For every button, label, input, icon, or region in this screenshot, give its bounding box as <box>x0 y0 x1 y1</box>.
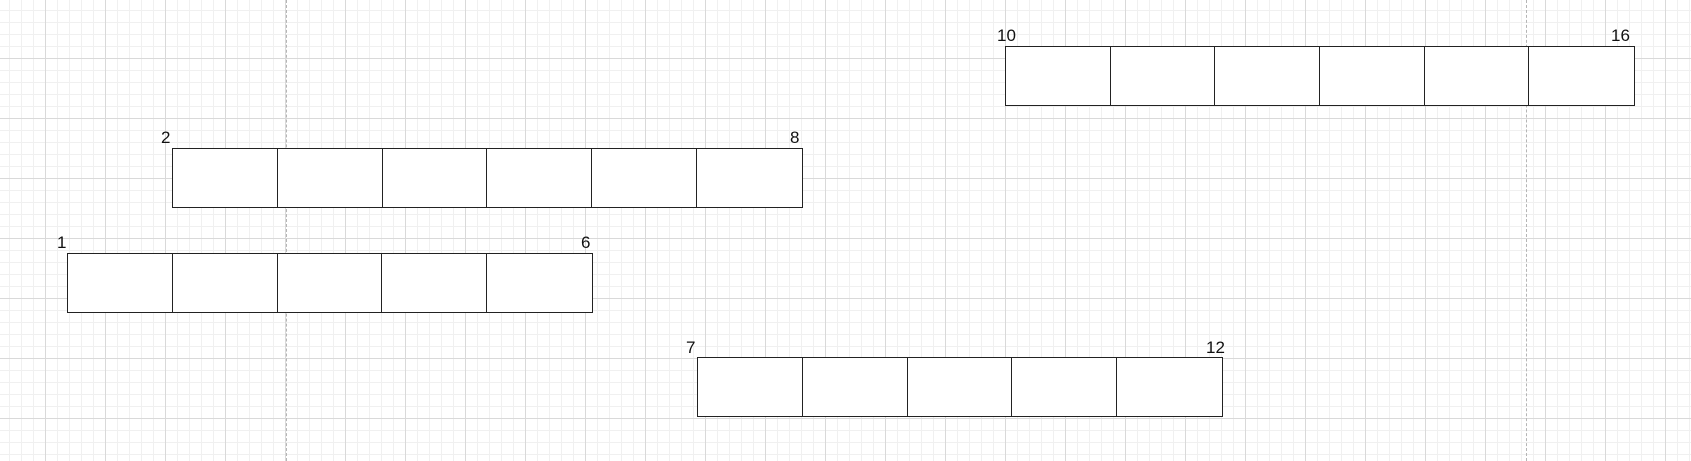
bar-1-cell[interactable] <box>1111 47 1216 105</box>
bar-2-cell[interactable] <box>173 149 278 207</box>
bar-2-cell[interactable] <box>697 149 802 207</box>
bar-1-cell[interactable] <box>1320 47 1425 105</box>
bar-1-start-label: 10 <box>997 26 1016 45</box>
bar-1-end-label: 16 <box>1611 26 1630 45</box>
bar-1-cell[interactable] <box>1215 47 1321 105</box>
bar-2-cell[interactable] <box>278 149 383 207</box>
bar-3-end-label: 6 <box>581 233 591 252</box>
segment-bar-4[interactable] <box>697 357 1223 417</box>
bar-4-cell[interactable] <box>908 358 1013 416</box>
bar-4-cell[interactable] <box>803 358 908 416</box>
segment-bar-1[interactable] <box>1005 46 1635 106</box>
bar-2-cell[interactable] <box>383 149 488 207</box>
vertical-guide-line-left <box>286 0 287 461</box>
bar-2-end-label: 8 <box>790 128 800 147</box>
bar-2-start-label: 2 <box>161 128 171 147</box>
bar-3-cell[interactable] <box>487 254 592 312</box>
segment-bar-3[interactable] <box>67 253 593 313</box>
segment-bar-2[interactable] <box>172 148 803 208</box>
bar-2-cell[interactable] <box>592 149 698 207</box>
bar-4-cell[interactable] <box>1117 358 1222 416</box>
bar-4-cell[interactable] <box>698 358 803 416</box>
bar-3-start-label: 1 <box>57 233 67 252</box>
bar-1-cell[interactable] <box>1529 47 1634 105</box>
bar-1-cell[interactable] <box>1425 47 1530 105</box>
bar-4-start-label: 7 <box>686 338 696 357</box>
bar-4-cell[interactable] <box>1012 358 1118 416</box>
bar-4-end-label: 12 <box>1206 338 1225 357</box>
bar-3-cell[interactable] <box>278 254 383 312</box>
bar-3-cell[interactable] <box>68 254 173 312</box>
bar-3-cell[interactable] <box>173 254 278 312</box>
bar-3-cell[interactable] <box>382 254 488 312</box>
bar-2-cell[interactable] <box>487 149 593 207</box>
vertical-guide-line-right <box>1526 0 1527 461</box>
bar-1-cell[interactable] <box>1006 47 1111 105</box>
